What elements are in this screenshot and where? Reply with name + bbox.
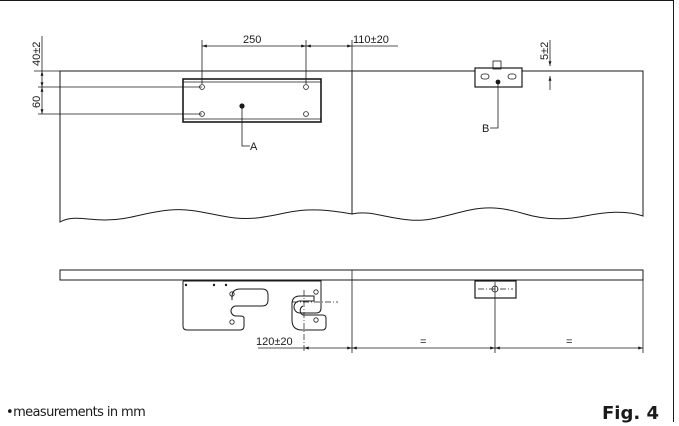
dim-40: 40±2 [31, 42, 43, 66]
dim-60: 60 [31, 96, 43, 108]
left-panel-outline [59, 70, 353, 223]
hole [229, 291, 235, 297]
figure-label: Fig. 4 [602, 403, 659, 424]
hole [229, 319, 235, 325]
bracket-b [474, 67, 523, 88]
dim-equal-right: = [566, 336, 572, 348]
bracket-a [182, 78, 322, 123]
center-point-b [495, 79, 501, 85]
dim-120: 120±20 [256, 336, 293, 348]
hole [313, 289, 319, 295]
bottom-view: 120±20 = = [59, 269, 644, 353]
hole [313, 317, 319, 323]
dim-250: 250 [243, 34, 261, 46]
bracket-b-profile [474, 280, 517, 299]
center-point-a [239, 103, 245, 109]
label-a: A [250, 141, 258, 153]
dim-110: 110±20 [353, 34, 389, 46]
bracket-a-profile [182, 280, 327, 331]
dim-5: 5±2 [539, 42, 551, 60]
dim-equal-left: = [420, 336, 426, 348]
hole [303, 84, 309, 90]
top-view: A 250 110±20 40±2 60 B 5±2 [31, 34, 644, 223]
label-b: B [482, 123, 489, 135]
hole [303, 111, 309, 117]
right-panel-outline [351, 70, 644, 221]
panel-section [59, 269, 644, 281]
measurement-note: •measurements in mm [6, 405, 146, 420]
